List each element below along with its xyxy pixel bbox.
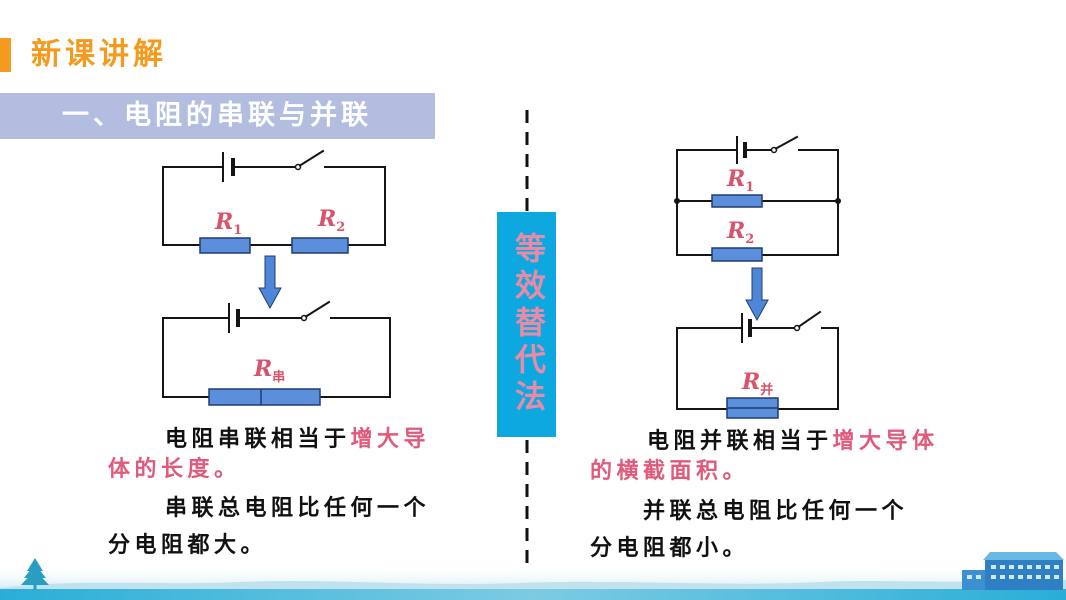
series-equivalent-label: R串 xyxy=(253,356,285,385)
series-statement-text: 电阻串联相当于 xyxy=(165,427,351,452)
resistor-r1 xyxy=(711,194,763,208)
label-subscript: 并 xyxy=(760,382,773,398)
parallel-statement-highlight: 增大导体的横截面积。 xyxy=(590,429,939,484)
parallel-equivalent-circuit: R并 xyxy=(676,310,839,419)
series-circuit: R1 R2 xyxy=(162,149,386,254)
label-subscript: 2 xyxy=(336,220,345,235)
parallel-equivalent-wires xyxy=(676,327,839,410)
building-icon xyxy=(962,552,1064,590)
method-box: 等效替代法 xyxy=(497,212,556,437)
label-letter: R xyxy=(317,206,336,232)
resistor-parallel-equivalent xyxy=(726,397,779,419)
junction-node xyxy=(674,198,680,204)
label-letter: R xyxy=(726,218,745,244)
junction-node xyxy=(835,198,841,204)
parallel-equivalent-label: R并 xyxy=(741,369,773,398)
switch-icon xyxy=(770,135,799,154)
section-banner: 一、电阻的串联与并联 xyxy=(0,93,435,139)
series-r1-label: R1 xyxy=(214,209,242,238)
series-conclusion: 串联总电阻比任何一个分电阻都大。 xyxy=(108,490,438,564)
battery-icon xyxy=(736,136,747,164)
down-arrow-icon xyxy=(258,255,282,310)
battery-icon xyxy=(222,152,235,182)
page-title: 新课讲解 xyxy=(31,37,167,72)
resistor-r2 xyxy=(291,237,349,254)
switch-icon xyxy=(300,300,331,322)
parallel-r2-label: R2 xyxy=(726,218,754,247)
series-conclusion-text: 串联总电阻比任何一个分电阻都大。 xyxy=(108,496,431,558)
parallel-conclusion: 并联总电阻比任何一个分电阻都小。 xyxy=(590,493,930,567)
series-statement: 电阻串联相当于增大导体的长度。 xyxy=(108,425,438,485)
section-title: 一、电阻的串联与并联 xyxy=(62,100,372,131)
down-arrow-icon xyxy=(745,267,769,322)
parallel-circuit: R1 R2 xyxy=(674,135,841,262)
parallel-r1-label: R1 xyxy=(726,166,754,195)
resistor-r2 xyxy=(711,247,763,262)
label-subscript: 1 xyxy=(233,223,242,238)
series-statement-highlight: 增大导体的长度。 xyxy=(108,427,431,482)
tree-icon xyxy=(21,558,49,590)
series-r2-label: R2 xyxy=(317,206,345,235)
series-wires xyxy=(162,166,386,246)
parallel-statement-text: 电阻并联相当于 xyxy=(647,429,833,454)
switch-icon xyxy=(793,310,822,332)
label-subscript: 1 xyxy=(745,180,754,195)
series-equivalent-wires xyxy=(162,317,391,398)
method-label: 等效替代法 xyxy=(509,232,545,417)
label-subscript: 串 xyxy=(272,369,285,385)
label-subscript: 2 xyxy=(745,232,754,247)
label-letter: R xyxy=(726,166,745,192)
resistor-r1 xyxy=(199,237,251,254)
parallel-conclusion-text: 并联总电阻比任何一个分电阻都小。 xyxy=(590,499,909,561)
series-equivalent-circuit: R串 xyxy=(162,300,391,406)
label-letter: R xyxy=(253,356,272,382)
label-letter: R xyxy=(741,369,760,395)
parallel-statement: 电阻并联相当于增大导体的横截面积。 xyxy=(590,427,950,487)
battery-icon xyxy=(741,313,752,343)
footer-decoration xyxy=(0,552,1066,600)
header-accent-bar xyxy=(0,38,11,72)
label-letter: R xyxy=(214,209,233,235)
switch-icon xyxy=(294,149,325,171)
resistor-series-equivalent xyxy=(208,388,321,406)
battery-icon xyxy=(228,303,240,333)
